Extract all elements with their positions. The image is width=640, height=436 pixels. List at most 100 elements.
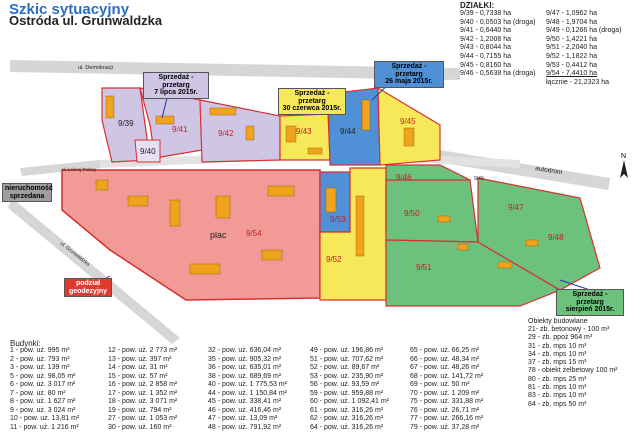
plot-label-9-42: 9/42 xyxy=(218,129,234,138)
building-entry: 53 - pow. uż. 235,90 m² xyxy=(310,372,384,380)
callout-9-47: Sprzedaż - przetarg sierpień 2015r. xyxy=(556,289,624,316)
building xyxy=(245,125,255,141)
plot-label-9-50: 9/50 xyxy=(404,209,420,218)
building-entry: 14 - pow. uż. 31 m² xyxy=(108,364,168,371)
building-entry: 36 - pow. uż. 635,01 m² xyxy=(208,364,282,371)
plot-entry: 9/42 - 1,2008 ha xyxy=(460,35,511,43)
zone-9-47 xyxy=(477,177,601,291)
buildings-list-2: 12 - pow. uż. 2 773 m² 13 - pow. uż. 397… xyxy=(108,347,177,432)
building xyxy=(261,249,283,261)
plot-entry: 9/51 - 2,2040 ha xyxy=(546,44,597,52)
plot-label-9-52: 9/52 xyxy=(326,255,342,264)
building xyxy=(403,127,415,147)
building-entry: 79 - pow. uż. 37,28 m² xyxy=(410,423,480,431)
building-entry: 11 - pow. uż. 1 216 m² xyxy=(10,423,79,431)
building xyxy=(209,107,237,116)
building-entry: 51 - pow. uż. 707,62 m² xyxy=(310,355,384,363)
plot-label-9-54: 9/54 xyxy=(246,229,262,238)
building-entry: 75 - pow. uż. 331,88 m² xyxy=(410,398,484,405)
plot-label-9-48: 9/48 xyxy=(548,233,564,242)
plot-label-9-40: 9/40 xyxy=(140,147,156,156)
buildings-list-1: 1 - pow. uż. 995 m² 2 - pow. uż. 793 m² … xyxy=(10,347,79,432)
plot-label-9-53: 9/53 xyxy=(330,215,346,224)
building xyxy=(325,187,337,213)
object-entry: 80 - zb. mps 25 m³ xyxy=(528,375,587,383)
road-lesnej-polany xyxy=(20,160,102,176)
building-entry: 10 - pow. uż. 13,81 m² xyxy=(10,415,80,422)
building-entry: 8 - pow. uż. 1 627 m² xyxy=(10,398,76,405)
building xyxy=(525,239,539,247)
callout-9-43: Sprzedaż - przetarg 30 czerwca 2015r. xyxy=(278,88,346,115)
map-subtitle: Ostróda ul. Grunwaldzka xyxy=(9,13,163,28)
callout-line: 26 maja 2015r. xyxy=(385,78,433,85)
plot-entry: 9/53 - 0,4412 ha xyxy=(546,61,597,69)
building-entry: 46 - pow. uż. 416,46 m² xyxy=(208,406,282,414)
zone-9-54 xyxy=(61,169,321,301)
callout-line: Sprzedaż - przetarg xyxy=(158,74,194,89)
buildings-list-4: 49 - pow. uż. 196,86 m² 51 - pow. uż. 70… xyxy=(310,347,389,432)
building-entry: 35 - pow. uż. 905,32 m² xyxy=(208,355,282,363)
callout-line: geodezyjny xyxy=(68,287,108,295)
building xyxy=(361,99,371,131)
object-entry: 37 - zb. mps 15 m³ xyxy=(528,359,587,367)
plot-label-9-47: 9/47 xyxy=(508,203,524,212)
building xyxy=(497,261,513,269)
building-entry: 30 - pow. uż. 160 m² xyxy=(108,423,172,431)
plot-entry: 9/46 - 0,5638 ha (droga) xyxy=(460,70,536,78)
callout-line: 7 lipca 2015r. xyxy=(154,89,198,96)
callout-line: Sprzedaż - przetarg xyxy=(391,63,427,78)
buildings-list-3: 32 - pow. uż. 636,04 m² 35 - pow. uż. 90… xyxy=(208,347,287,432)
building-entry: 17 - pow. uż. 1 352 m² xyxy=(108,389,178,397)
plot-zones xyxy=(61,86,601,307)
object-entry: 78 - obiekt żelbetowy 100 m² xyxy=(528,367,618,375)
building-entry: 9 - pow. uż. 3 024 m² xyxy=(10,406,76,414)
plots-total: łącznie - 21,2323 ha xyxy=(546,78,610,86)
compass-icon: N xyxy=(620,153,628,178)
building-entry: 62 - pow. uż. 316,26 m² xyxy=(310,415,384,422)
building xyxy=(105,95,115,119)
building xyxy=(155,115,175,125)
callout-line: nieruchomość xyxy=(5,185,53,192)
objects-heading: Obiekty budowlane xyxy=(528,318,588,325)
building xyxy=(437,215,451,223)
street-label-grunwaldzka: ul. Grunwaldzka xyxy=(59,241,91,268)
object-entry: 83 - zb. mps 10 m³ xyxy=(528,392,587,400)
arrow xyxy=(559,279,591,291)
plot-entry: 9/39 - 0,7338 ha xyxy=(460,10,511,17)
plot-label-9-43: 9/43 xyxy=(296,127,312,136)
street-label-lesnej-polany: ul. Leśnej Polany xyxy=(62,167,97,172)
callout-division: podział geodezyjny xyxy=(64,278,112,297)
building-entry: 5 - pow. uż. 98,05 m² xyxy=(10,372,76,380)
plot-entry: 9/52 - 1,1822 ha xyxy=(546,52,597,60)
plot-entry: 9/49 - 0,1266 ha (droga) xyxy=(546,27,622,35)
callout-9-44: Sprzedaż - przetarg 26 maja 2015r. xyxy=(374,61,444,88)
building-entry: 68 - pow. uż. 141,72 m² xyxy=(410,372,484,380)
object-entry: 21- zb. betonowy - 100 m³ xyxy=(528,326,610,333)
building-entry: 60 - pow. uż. 1 092,41 m² xyxy=(310,398,389,405)
building-entry: 18 - pow. uż. 3 071 m² xyxy=(108,398,178,405)
object-entry: 34 - zb. mps 10 m³ xyxy=(528,350,587,358)
callout-line: 30 czerwca 2015r. xyxy=(282,105,342,112)
building-entry: 7 - pow. uż. 80 m² xyxy=(10,389,66,397)
building-entry: 2 - pow. uż. 793 m² xyxy=(10,355,70,363)
road-grunwaldzka xyxy=(8,198,180,344)
building-entry: 48 - pow. uż. 791,92 m² xyxy=(208,423,282,431)
building-entry: 61 - pow. uż. 316,26 m² xyxy=(310,406,384,414)
plots-list: 9/39 - 0,7338 ha 9/47 - 1,0962 ha 9/40 -… xyxy=(460,10,640,87)
street-label-autodrom: autodrom xyxy=(535,165,563,176)
callout-line: sprzedana xyxy=(9,192,45,200)
plot-label-9-45: 9/45 xyxy=(400,117,416,126)
building-entry: 12 - pow. uż. 2 773 m² xyxy=(108,347,178,354)
compass-label: N xyxy=(621,153,626,160)
callout-line: podział xyxy=(75,280,101,287)
building xyxy=(267,185,295,197)
building-entry: 47 - pow. uż. 13,09 m² xyxy=(208,415,278,422)
building-entry: 56 - pow. uż. 93,59 m² xyxy=(310,381,380,388)
plot-entry: 9/43 - 0,8044 ha xyxy=(460,44,511,52)
plot-label-9-39: 9/39 xyxy=(118,119,134,128)
building-entry: 69 - pow. uż. 50 m² xyxy=(410,381,470,388)
plot-entry: 9/54 - 7,4410 ha xyxy=(546,70,597,78)
building-entry: 32 - pow. uż. 636,04 m² xyxy=(208,347,282,354)
building-entry: 44 - pow. uż. 1 150,84 m² xyxy=(208,389,287,397)
